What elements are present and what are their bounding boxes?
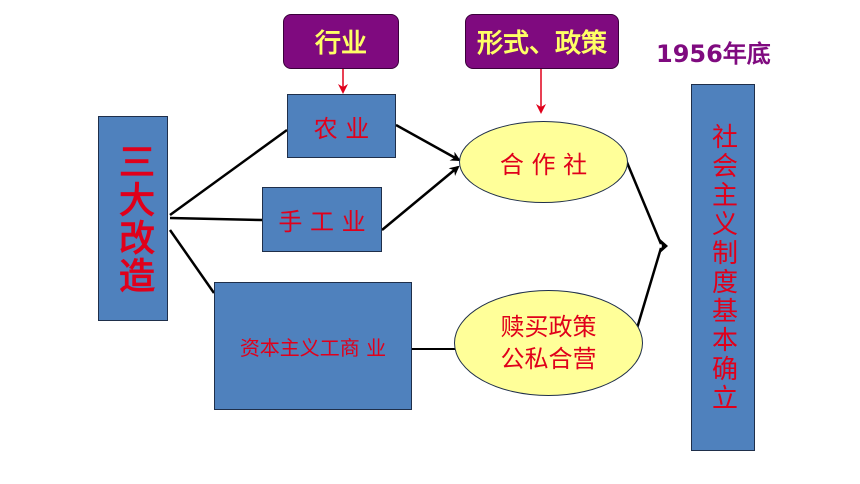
three-transformations-label: 三大改造: [113, 142, 154, 295]
form-policy-tag-label: 形式、政策: [476, 29, 607, 59]
year-label: 1956年底: [656, 40, 771, 68]
redemption-oval: 赎买政策 公私合营: [454, 290, 643, 396]
handicraft-label: 手 工 业: [278, 208, 366, 236]
capitalist-label: 资本主义工商 业: [239, 335, 387, 360]
line-to-capitalist: [168, 229, 216, 294]
agriculture-box: 农 业: [287, 94, 396, 158]
line-to-agriculture: [169, 128, 288, 217]
handicraft-box: 手 工 业: [262, 187, 382, 252]
socialist-system-box: 社会主义制度基本确立: [691, 84, 755, 451]
arrow-handicraft-cooperative: [381, 165, 460, 231]
cooperative-oval: 合 作 社: [459, 121, 628, 203]
socialist-system-label: 社会主义制度基本确立: [707, 122, 738, 413]
arrow-agriculture-cooperative: [395, 123, 461, 162]
industry-tag-label: 行业: [314, 29, 367, 59]
industry-tag: 行业: [283, 14, 399, 69]
line-to-handicraft: [169, 216, 263, 222]
cooperative-label: 合 作 社: [499, 150, 588, 179]
three-transformations-box: 三大改造: [98, 116, 168, 321]
redemption-label: 赎买政策 公私合营: [500, 313, 597, 373]
capitalist-box: 资本主义工商 业: [214, 282, 412, 410]
line-redemption-merge: [633, 247, 663, 336]
form-policy-tag: 形式、政策: [465, 14, 619, 69]
line-cooperative-merge: [624, 159, 663, 245]
merge-arrowhead: [659, 238, 668, 254]
agriculture-label: 农 业: [313, 114, 370, 143]
